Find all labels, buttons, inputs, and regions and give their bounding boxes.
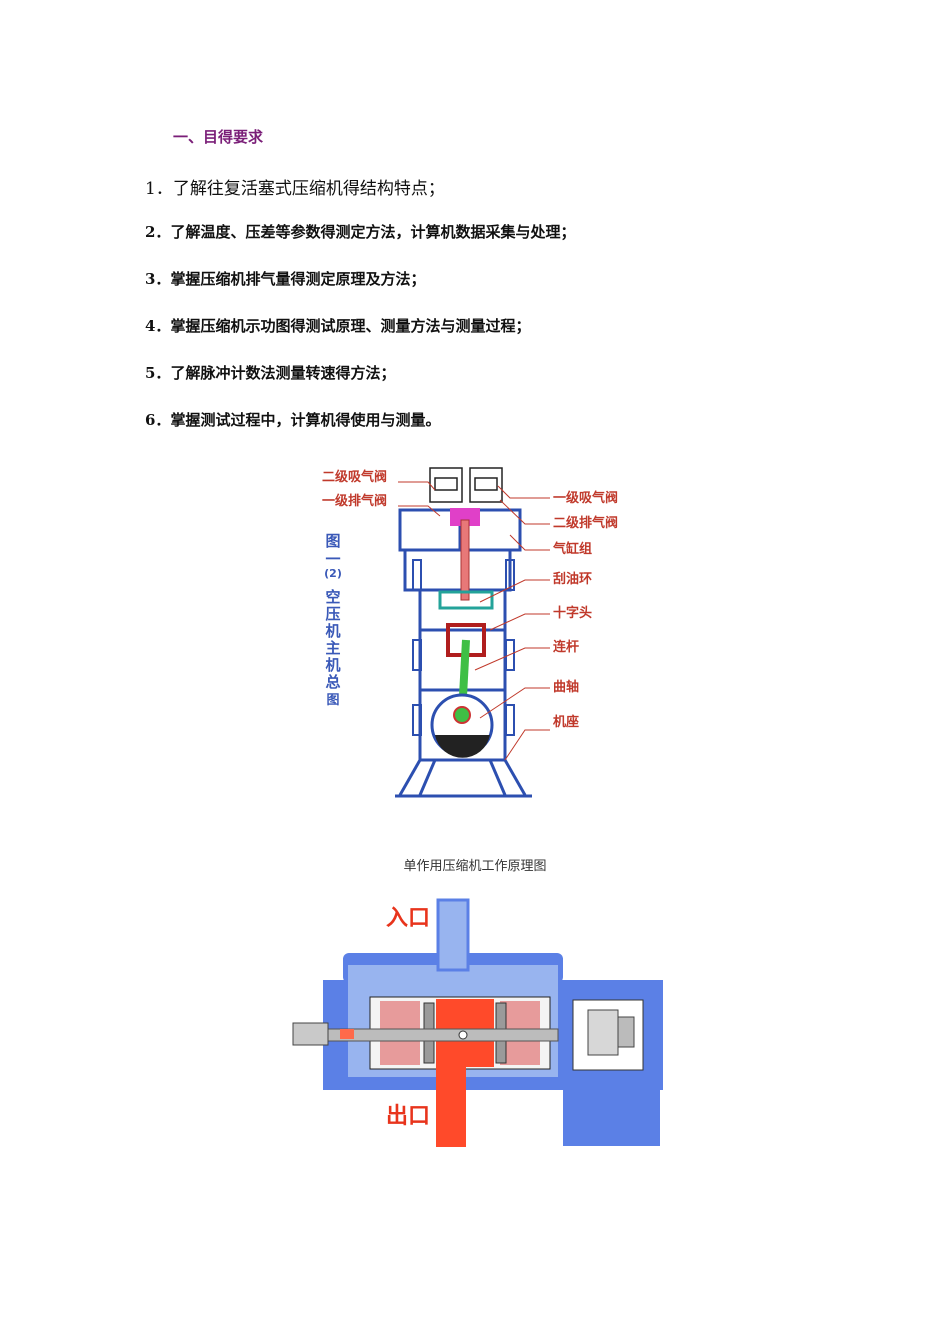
label-connecting-rod: 连杆 [553, 639, 579, 655]
objective-number: 1． [145, 179, 173, 199]
objective-item-2: 2．了解温度、压差等参数得测定方法，计算机数据采集与处理； [145, 221, 575, 242]
side-brackets [412, 559, 515, 736]
label-machine-base: 机座 [553, 714, 579, 730]
objective-text: 掌握压缩机示功图得测试原理、测量方法与测量过程； [170, 317, 531, 335]
label-secondary-suction-valve: 二级吸气阀 [322, 469, 387, 485]
label-primary-suction-valve: 一级吸气阀 [553, 490, 618, 506]
figure2-caption: 单作用压缩机工作原理图 [403, 859, 547, 874]
outlet-label: 出口 [386, 1104, 430, 1129]
rod-pin [458, 1030, 468, 1040]
vt-char-0: 图 [325, 532, 340, 550]
cylinder-head [450, 508, 480, 526]
label-cylinder-group: 气缸组 [553, 541, 592, 557]
objective-number: 6． [145, 411, 171, 429]
objective-text: 掌握压缩机排气量得测定原理及方法； [170, 270, 426, 288]
objective-item-5: 5．了解脉冲计数法测量转速得方法； [145, 362, 395, 383]
objective-item-4: 4．掌握压缩机示功图得测试原理、测量方法与测量过程； [145, 315, 530, 336]
objective-number: 2． [145, 223, 171, 241]
single-acting-compressor-diagram: 入口 出口 [292, 898, 663, 1147]
piston-rod-horizontal [327, 1028, 559, 1042]
objective-text: 了解脉冲计数法测量转速得方法； [170, 364, 396, 382]
vt-char-1: 一 [325, 550, 340, 568]
vt-char-6: 主 [325, 639, 340, 657]
leader-lines [398, 481, 550, 761]
inlet-pipe [436, 898, 470, 972]
valve-heads [429, 467, 503, 503]
screw-tip-red [340, 1029, 354, 1039]
inlet-label: 入口 [386, 906, 430, 931]
crank-pin [453, 706, 471, 724]
vt-char-7: 机 [325, 656, 340, 674]
compressor-assembly-diagram: 图 一 (2) 空 压 机 主 机 总 图 [322, 467, 618, 798]
section-title: 一、目得要求 [173, 128, 264, 146]
adjusting-screw [292, 1022, 329, 1046]
objective-item-3: 3．掌握压缩机排气量得测定原理及方法； [145, 268, 425, 289]
crosshead-block [587, 1009, 619, 1056]
objective-number: 4． [145, 317, 171, 335]
label-oil-scraper-ring: 刮油环 [553, 571, 592, 587]
vt-char-4: 压 [325, 605, 340, 623]
vt-char-9: 图 [326, 693, 339, 708]
objective-item-1: 1．了解往复活塞式压缩机得结构特点； [145, 174, 445, 199]
outlet-pipe [436, 1067, 466, 1147]
crank-counterweight [435, 735, 490, 758]
label-crankshaft: 曲轴 [553, 679, 579, 695]
objective-item-6: 6．掌握测试过程中，计算机得使用与测量。 [145, 409, 440, 430]
vt-char-2: (2) [324, 567, 342, 580]
label-crosshead: 十字头 [553, 605, 592, 621]
figure1-vertical-title: 图 一 (2) 空 压 机 主 机 总 图 [324, 532, 342, 708]
objective-number: 3． [145, 270, 171, 288]
objective-text: 了解往复活塞式压缩机得结构特点； [172, 179, 445, 199]
objective-text: 了解温度、压差等参数得测定方法，计算机数据采集与处理； [170, 223, 576, 241]
objective-text: 掌握测试过程中，计算机得使用与测量。 [170, 411, 441, 429]
label-primary-discharge-valve: 一级排气阀 [322, 493, 387, 509]
crosshead-pin [617, 1016, 635, 1048]
vt-char-8: 总 [325, 673, 340, 691]
piston-rod [460, 519, 470, 601]
label-secondary-discharge-valve: 二级排气阀 [553, 515, 618, 531]
objective-number: 5． [145, 364, 171, 382]
vt-char-5: 机 [325, 622, 340, 640]
crosshead-guide [438, 590, 494, 610]
vt-char-3: 空 [325, 588, 340, 606]
